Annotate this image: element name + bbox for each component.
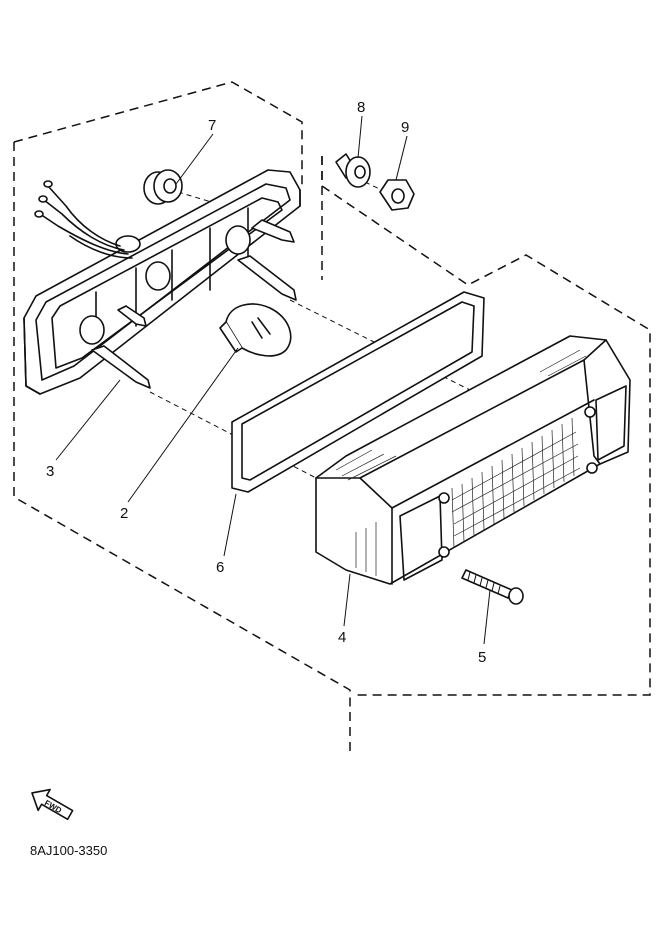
lens [315,335,631,585]
figure-code: 8AJ100-3350 [30,843,107,858]
lamp-housing [23,169,301,395]
lens-hatching [335,349,587,576]
wiring-harness [34,180,133,259]
callout-4: 4 [338,629,346,646]
collar [335,153,371,188]
callout-9: 9 [401,119,409,136]
screw [461,569,524,605]
callout-7: 7 [208,117,216,134]
callout-2: 2 [120,505,128,522]
nut [379,179,415,211]
bulb [219,303,292,357]
callout-8: 8 [357,99,365,116]
callouts: 7 8 9 3 2 6 4 5 [46,99,486,666]
assembly-boundary [13,81,651,752]
leader-lines [55,115,491,645]
grommet [143,169,183,205]
callout-5: 5 [478,649,486,666]
gasket [231,291,485,493]
fwd-arrow-icon: FWD [31,788,74,821]
callout-6: 6 [216,559,224,576]
callout-3: 3 [46,463,54,480]
